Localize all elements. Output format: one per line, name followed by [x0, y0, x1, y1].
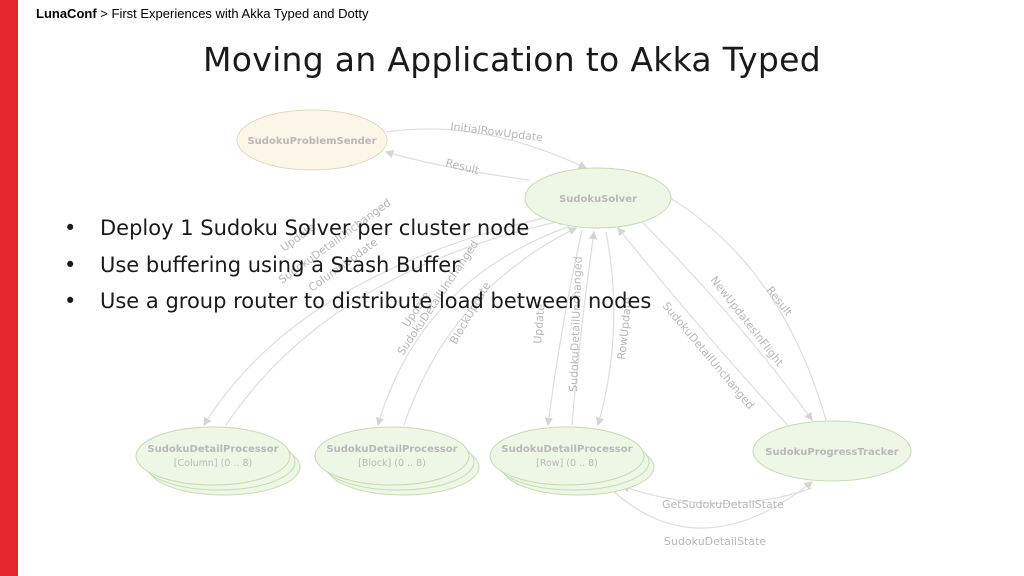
edge-update-row — [544, 229, 583, 427]
node-label: SudokuProgressTracker — [765, 447, 899, 458]
node-problem-sender: SudokuProblemSender — [236, 109, 388, 171]
edge-label-result-tracker: Result — [764, 284, 796, 319]
diagram-edges — [203, 128, 827, 529]
node-label: SudokuSolver — [559, 194, 637, 205]
edge-unchanged-column — [225, 217, 568, 426]
node-detail-row: SudokuDetailProcessor [Row] (0 .. 8) — [489, 426, 655, 496]
bullet-text: Deploy 1 Sudoku Solver per cluster node — [100, 216, 530, 240]
edge-unchanged-tracker — [617, 227, 793, 431]
node-solver: SudokuSolver — [524, 167, 672, 229]
bullet-item: • Deploy 1 Sudoku Solver per cluster nod… — [62, 210, 651, 247]
edge-label-unchanged-row: SudokuDetailUnchanged — [567, 256, 585, 392]
bullet-dot-icon: • — [64, 289, 77, 313]
edge-label-update-row: Update — [531, 303, 547, 344]
breadcrumb-separator: > — [100, 6, 108, 21]
node-label: SudokuDetailProcessor — [326, 444, 457, 455]
node-sublabel: [Column] (0 .. 8) — [174, 458, 252, 469]
accent-red-bar — [0, 0, 18, 576]
slide-title: Moving an Application to Akka Typed — [202, 40, 821, 79]
edge-detail-state — [611, 481, 813, 529]
edge-unchanged-block — [403, 227, 578, 426]
edge-result-from-tracker — [658, 191, 827, 421]
edge-get-detail-state — [620, 484, 813, 505]
edge-result-to-sender — [384, 149, 531, 181]
edge-initial-row-update — [385, 128, 588, 169]
slide-header: LunaConf > First Experiences with Akka T… — [36, 6, 369, 21]
node-label: SudokuDetailProcessor — [501, 444, 632, 455]
bullet-text: Use buffering using a Stash Buffer — [100, 252, 460, 277]
edge-update-column — [203, 213, 563, 427]
bullet-dot-icon: • — [64, 252, 77, 277]
node-detail-block: SudokuDetailProcessor [Block] (0 .. 8) — [314, 426, 480, 496]
edge-label-detail-state: SudokuDetailState — [664, 535, 766, 548]
edge-unchanged-row — [571, 230, 598, 426]
bullet-list: • Deploy 1 Sudoku Solver per cluster nod… — [62, 210, 651, 320]
edge-label-get-detail-state: GetSudokuDetailState — [662, 498, 784, 511]
node-detail-column: SudokuDetailProcessor [Column] (0 .. 8) — [135, 426, 301, 496]
bullet-text: Use a group router to distribute load be… — [100, 289, 652, 313]
edge-label-result-sender: Result — [444, 156, 481, 177]
conference-brand: LunaConf — [36, 6, 97, 21]
bullet-dot-icon: • — [64, 216, 77, 240]
node-sublabel: [Row] (0 .. 8) — [536, 458, 598, 469]
node-label: SudokuProblemSender — [247, 136, 376, 147]
node-progress-tracker: SudokuProgressTracker — [752, 420, 912, 482]
edge-label-initial-row-update: InitialRowUpdate — [450, 120, 544, 144]
node-label: SudokuDetailProcessor — [147, 444, 278, 455]
edge-update-block — [375, 225, 571, 427]
edge-new-updates — [639, 219, 813, 421]
edge-row-update — [595, 231, 615, 427]
talk-title: First Experiences with Akka Typed and Do… — [111, 6, 369, 21]
bullet-item: • Use buffering using a Stash Buffer — [62, 247, 651, 284]
node-sublabel: [Block] (0 .. 8) — [358, 458, 426, 469]
bullet-item: • Use a group router to distribute load … — [62, 283, 651, 320]
